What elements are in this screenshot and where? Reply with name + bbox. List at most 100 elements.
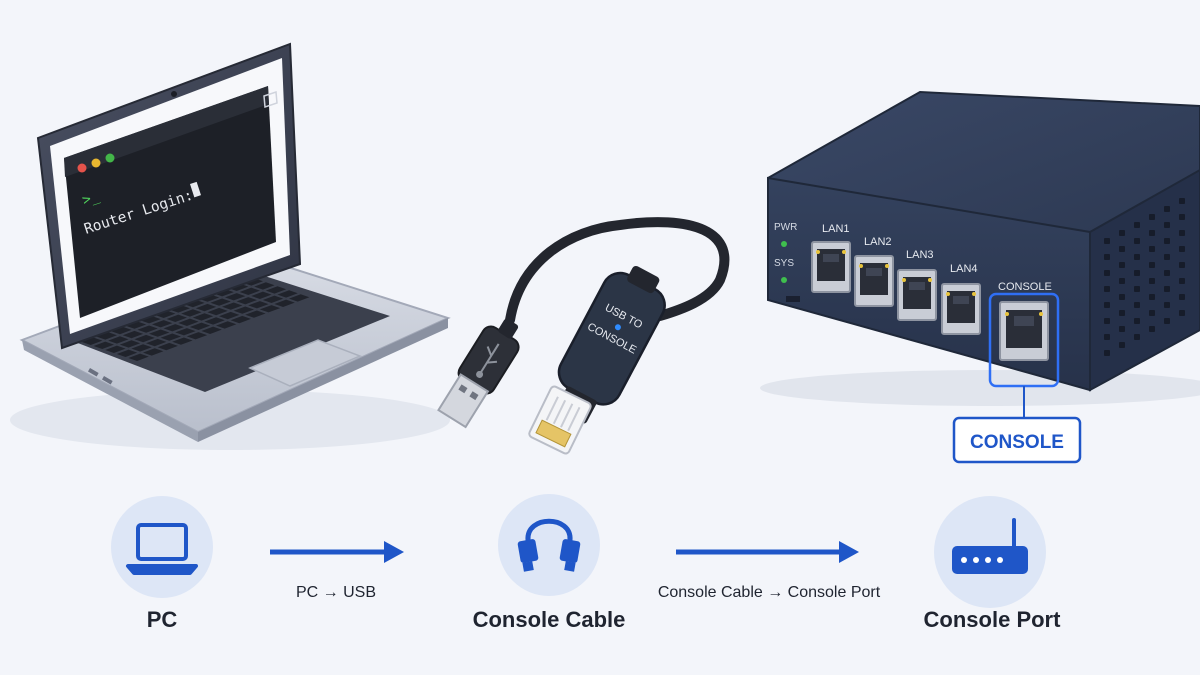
vent-hole bbox=[1119, 246, 1125, 252]
vent-hole bbox=[1179, 310, 1185, 316]
vent-hole bbox=[1164, 286, 1170, 292]
keyboard-key bbox=[172, 337, 193, 345]
laptop-icon bbox=[126, 523, 198, 575]
keyboard-key bbox=[155, 310, 176, 318]
router-side bbox=[1089, 168, 1200, 392]
vent-hole bbox=[1119, 230, 1125, 236]
sys-led bbox=[781, 277, 787, 283]
keyboard-key bbox=[111, 326, 132, 335]
vent-hole bbox=[1119, 294, 1125, 300]
keyboard-key bbox=[254, 282, 275, 290]
laptop-keyboard bbox=[70, 272, 390, 392]
keyboard-key bbox=[119, 340, 141, 348]
keyboard-key bbox=[274, 299, 295, 307]
cable-icon bbox=[517, 518, 581, 572]
lan1-label: LAN1 bbox=[822, 223, 850, 235]
vent-hole bbox=[1164, 206, 1170, 212]
vent-hole bbox=[1104, 286, 1110, 292]
keyboard-key bbox=[140, 316, 161, 324]
flow-step-pc: PC bbox=[111, 496, 213, 632]
console-port-label: CONSOLE bbox=[998, 281, 1052, 293]
vent-hole bbox=[1134, 270, 1140, 276]
vent-hole bbox=[1179, 262, 1185, 268]
keyboard-key bbox=[242, 278, 263, 286]
vent-hole bbox=[1164, 222, 1170, 228]
keyboard-key bbox=[175, 328, 196, 336]
vent-hole bbox=[1164, 318, 1170, 324]
keyboard-key bbox=[93, 341, 114, 349]
keyboard-key bbox=[189, 322, 211, 330]
flow-row: PC PC → USB Console Cable Console Cable bbox=[111, 494, 1061, 632]
vent-hole bbox=[1104, 350, 1110, 356]
keyboard-key bbox=[230, 315, 251, 324]
keyboard-key bbox=[146, 338, 167, 347]
keyboard-key bbox=[122, 330, 144, 339]
keyboard-key bbox=[134, 334, 155, 343]
router-icon bbox=[952, 518, 1028, 574]
lan4-label: LAN4 bbox=[950, 263, 978, 275]
usb-console-cable: USB TO CONSOLE bbox=[437, 217, 730, 455]
keyboard-key bbox=[152, 320, 173, 328]
pc-step-circle bbox=[111, 496, 213, 598]
vent-hole bbox=[1149, 246, 1155, 252]
vent-hole bbox=[1149, 262, 1155, 268]
keyboard-key bbox=[125, 321, 147, 329]
vent-hole bbox=[1119, 278, 1125, 284]
vent-hole bbox=[1164, 270, 1170, 276]
vent-hole bbox=[1104, 270, 1110, 276]
window-maximize-icon bbox=[105, 153, 115, 163]
vent-hole bbox=[1134, 254, 1140, 260]
keyboard-key bbox=[265, 286, 287, 294]
keyboard-key bbox=[248, 301, 269, 309]
flow-connector-2: Console Cable → Console Port bbox=[658, 541, 881, 601]
keyboard-key bbox=[201, 326, 222, 334]
keyboard-key bbox=[105, 345, 126, 353]
router: PWR SYS LAN1 LAN2 LAN3 LAN4 CONSOLE CONS… bbox=[760, 90, 1200, 464]
laptop-touchpad bbox=[248, 339, 362, 387]
rj45-plug bbox=[528, 385, 592, 455]
keyboard-key bbox=[262, 295, 284, 303]
vent-hole bbox=[1119, 262, 1125, 268]
vent-hole bbox=[1149, 326, 1155, 332]
vent-hole bbox=[1104, 318, 1110, 324]
keyboard-key bbox=[233, 306, 254, 314]
keyboard-key bbox=[219, 311, 240, 320]
terminal-prompt: >_ bbox=[80, 188, 102, 209]
keyboard-keys bbox=[82, 278, 310, 361]
sys-indicator-label: SYS bbox=[774, 258, 794, 269]
vent-hole bbox=[1134, 318, 1140, 324]
vent-hole bbox=[1179, 278, 1185, 284]
vent-hole bbox=[1149, 214, 1155, 220]
lan2-label: LAN2 bbox=[864, 236, 892, 248]
vent-hole bbox=[1134, 286, 1140, 292]
vent-hole bbox=[1164, 238, 1170, 244]
flow-connector-1: PC → USB bbox=[270, 541, 404, 601]
terminal-cursor bbox=[190, 181, 201, 198]
keyboard-key bbox=[178, 318, 199, 326]
keyboard-key bbox=[181, 309, 202, 317]
keyboard-key bbox=[195, 303, 217, 312]
cable-wire bbox=[505, 217, 730, 325]
vent-hole bbox=[1179, 198, 1185, 204]
keyboard-key bbox=[157, 342, 178, 351]
vent-hole bbox=[1104, 302, 1110, 308]
vent-hole bbox=[1179, 214, 1185, 220]
keyboard-key bbox=[210, 298, 231, 306]
keyboard-key bbox=[236, 297, 257, 305]
arrow-right-icon bbox=[839, 541, 859, 563]
keyboard-key bbox=[149, 329, 170, 337]
window-close-icon bbox=[77, 163, 87, 173]
keyboard-key bbox=[289, 294, 310, 302]
keyboard-key bbox=[108, 336, 129, 344]
keyboard-key bbox=[192, 313, 214, 321]
router-vents bbox=[1104, 198, 1185, 356]
vent-hole bbox=[1104, 238, 1110, 244]
cable-step-label: Console Cable bbox=[473, 607, 626, 632]
vent-hole bbox=[1164, 254, 1170, 260]
keyboard-key bbox=[96, 332, 117, 340]
console-callout-box bbox=[952, 416, 1082, 464]
vent-hole bbox=[1104, 334, 1110, 340]
lan3-label: LAN3 bbox=[906, 249, 934, 261]
keyboard-key bbox=[204, 317, 225, 325]
usb-a-plug bbox=[437, 318, 520, 429]
